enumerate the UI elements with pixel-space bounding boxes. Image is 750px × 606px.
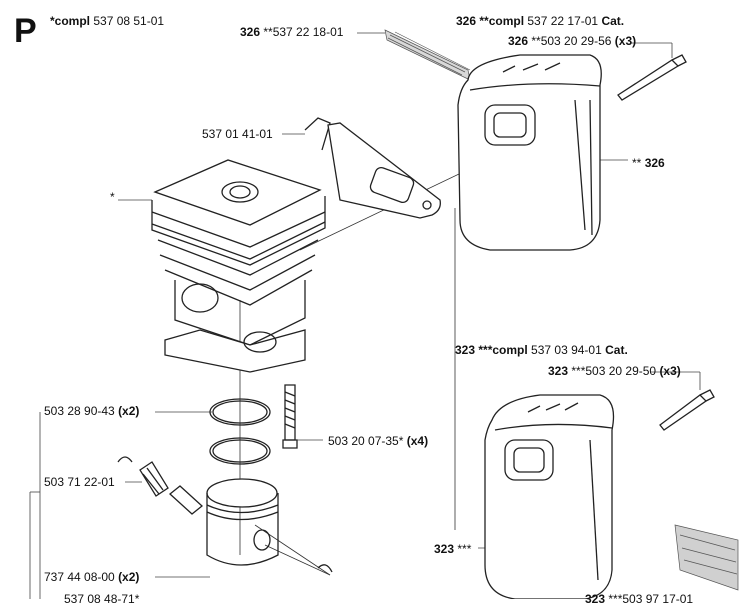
screw-326 — [617, 54, 687, 101]
piston-pin — [168, 485, 204, 515]
muffler-326 — [457, 54, 602, 251]
label-screw-326: 326 **503 20 29-56 (x3) — [508, 34, 637, 48]
label-screen-326: 326 **537 22 18-01 — [240, 25, 344, 39]
label-rings: 503 28 90-43 (x2) — [44, 404, 140, 418]
section-letter: P — [14, 12, 37, 50]
label-bearing: 503 71 22-01 — [44, 475, 115, 489]
label-muffler-326-compl: 326 **compl 537 22 17-01 Cat. — [456, 14, 625, 28]
label-cyl-screw: 503 20 07-35* (x4) — [328, 434, 429, 448]
bracket-537-01-41-01 — [304, 117, 441, 219]
label-cylinder: * — [110, 190, 115, 204]
label-circlip: 737 44 08-00 (x2) — [44, 570, 140, 584]
label-bottom-cut-left: 537 08 48-71* — [64, 592, 140, 606]
circlip-left — [117, 456, 133, 463]
label-muffler-326: ** 326 — [632, 156, 665, 170]
circlip-right — [317, 564, 333, 573]
label-bottom-cut-right: 323 ***503 97 17-01 — [585, 592, 694, 606]
piston — [206, 478, 279, 566]
cylinder-screw — [282, 384, 298, 449]
needle-bearing — [139, 461, 169, 497]
screw-323 — [659, 389, 715, 431]
spark-screen-326 — [384, 29, 471, 81]
label-bracket: 537 01 41-01 — [202, 127, 273, 141]
muffler-323 — [484, 394, 615, 599]
label-muffler-323-compl: 323 ***compl 537 03 94-01 Cat. — [455, 343, 628, 357]
label-top-compl: *compl 537 08 51-01 — [50, 14, 165, 28]
piston-rings — [209, 398, 271, 465]
label-screw-323: 323 ***503 20 29-50 (x3) — [548, 364, 681, 378]
spark-screen-323 — [674, 524, 739, 591]
label-muffler-323: 323 *** — [434, 542, 472, 556]
cylinder — [151, 159, 326, 373]
